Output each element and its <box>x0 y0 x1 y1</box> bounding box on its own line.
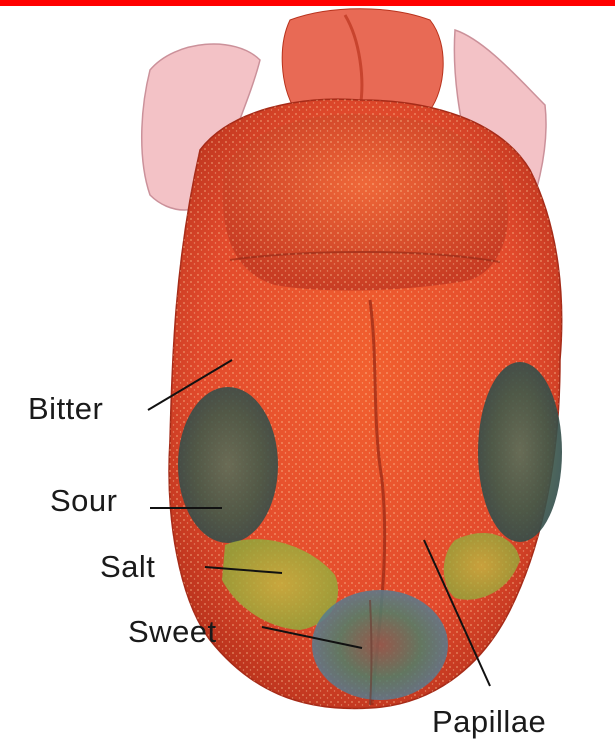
bitter-zone-right <box>478 362 562 542</box>
label-sour: Sour <box>50 483 117 519</box>
top-red-bar <box>0 0 615 6</box>
label-salt: Salt <box>100 549 155 585</box>
label-papillae: Papillae <box>432 704 546 740</box>
bitter-zone-left <box>178 387 278 543</box>
label-sweet: Sweet <box>128 614 217 650</box>
label-bitter: Bitter <box>28 391 103 427</box>
sweet-zone <box>312 590 448 700</box>
